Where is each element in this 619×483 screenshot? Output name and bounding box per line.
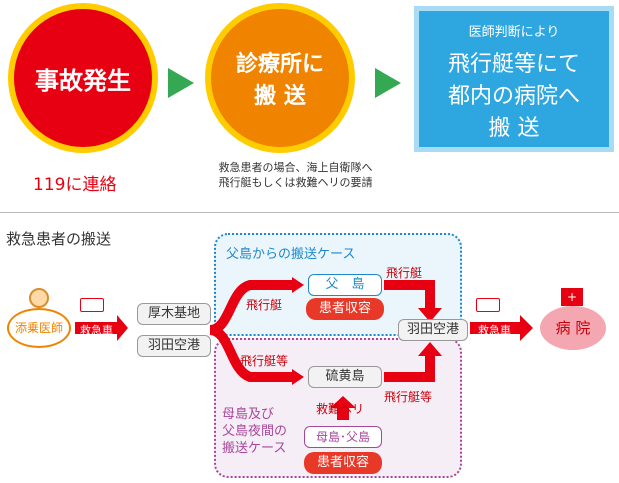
chichi-island: 父 島 [308, 274, 382, 296]
clinic-note-line-2: 飛行艇もしくは救難ヘリの要請 [218, 176, 373, 189]
patient-intake-1: 患者収容 [306, 298, 384, 320]
section-title: 救急患者の搬送 [6, 230, 112, 248]
doctor-badge: 添乗医師 [7, 308, 71, 348]
transport-line-1: 飛行艇等にて [447, 52, 580, 77]
ambulance-label-1: 救急車 [80, 324, 113, 337]
transport-line-3: 搬 送 [488, 116, 540, 141]
arrow-right-icon [375, 68, 401, 98]
clinic-label-1: 診療所に [235, 52, 324, 77]
ambulance-icon [476, 298, 500, 312]
plane-label-2: 飛行艇 [386, 266, 423, 280]
atsugi-base: 厚木基地 [137, 303, 211, 325]
arrow-haneda-to-hospital-icon [470, 315, 533, 341]
transport-line-2: 都内の病院へ [447, 84, 580, 109]
accident-circle: 事故発生 [8, 3, 158, 153]
plane-etc-label-1: 飛行艇等 [240, 354, 289, 368]
arrow-down-haneda-icon [418, 308, 442, 322]
transport-box: 医師判断により 飛行艇等にて 都内の病院へ 搬 送 [414, 6, 614, 152]
plane-etc-label-2: 飛行艇等 [384, 390, 433, 404]
arrow-up-iwo-icon [330, 396, 356, 420]
accident-label: 事故発生 [35, 66, 131, 95]
arrow-up-haneda-icon [418, 342, 442, 356]
doctor-icon [27, 288, 51, 310]
plane-label-1: 飛行艇 [246, 298, 283, 312]
hospital-badge: 病 院 [540, 306, 606, 350]
haneda-airport-2: 羽田空港 [398, 319, 468, 341]
clinic-label-2: 搬 送 [254, 84, 306, 109]
arrow-head-upper-icon [292, 277, 304, 293]
arrow-right-icon [168, 68, 194, 98]
patient-intake-2: 患者収容 [304, 452, 382, 474]
iwo-island: 硫黄島 [308, 366, 382, 388]
haha-case-line-1: 母島及び [222, 407, 275, 422]
doctor-label: 添乗医師 [14, 321, 63, 335]
arrow-doctor-to-base-icon [75, 315, 128, 341]
chichi-case-label: 父島からの搬送ケース [226, 247, 356, 262]
rescue-heli-label: 救難ヘリ [316, 402, 365, 416]
clinic-circle: 診療所に 搬 送 [205, 3, 355, 153]
haneda-airport-1: 羽田空港 [137, 335, 211, 357]
clinic-note: 救急患者の場合、海上自衛隊へ 飛行艇もしくは救難ヘリの要請 [198, 160, 393, 190]
divider [0, 212, 619, 213]
ambulance-label-2: 救急車 [478, 324, 511, 337]
ambulance-icon [80, 298, 104, 312]
haha-case-line-2: 父島夜間の [222, 424, 288, 439]
hospital-icon: + [561, 288, 583, 306]
haha-chichi-island: 母島･父島 [304, 426, 382, 448]
hospital-label: 病 院 [555, 319, 591, 337]
doctor-decision: 医師判断により [468, 25, 560, 40]
haha-case-label: 母島及び 父島夜間の 搬送ケース [222, 406, 287, 457]
haha-case-line-3: 搬送ケース [222, 441, 287, 456]
clinic-note-line-1: 救急患者の場合、海上自衛隊へ [218, 161, 373, 174]
call-119-note: 119に連絡 [33, 175, 117, 195]
arrow-head-lower-icon [292, 369, 304, 385]
